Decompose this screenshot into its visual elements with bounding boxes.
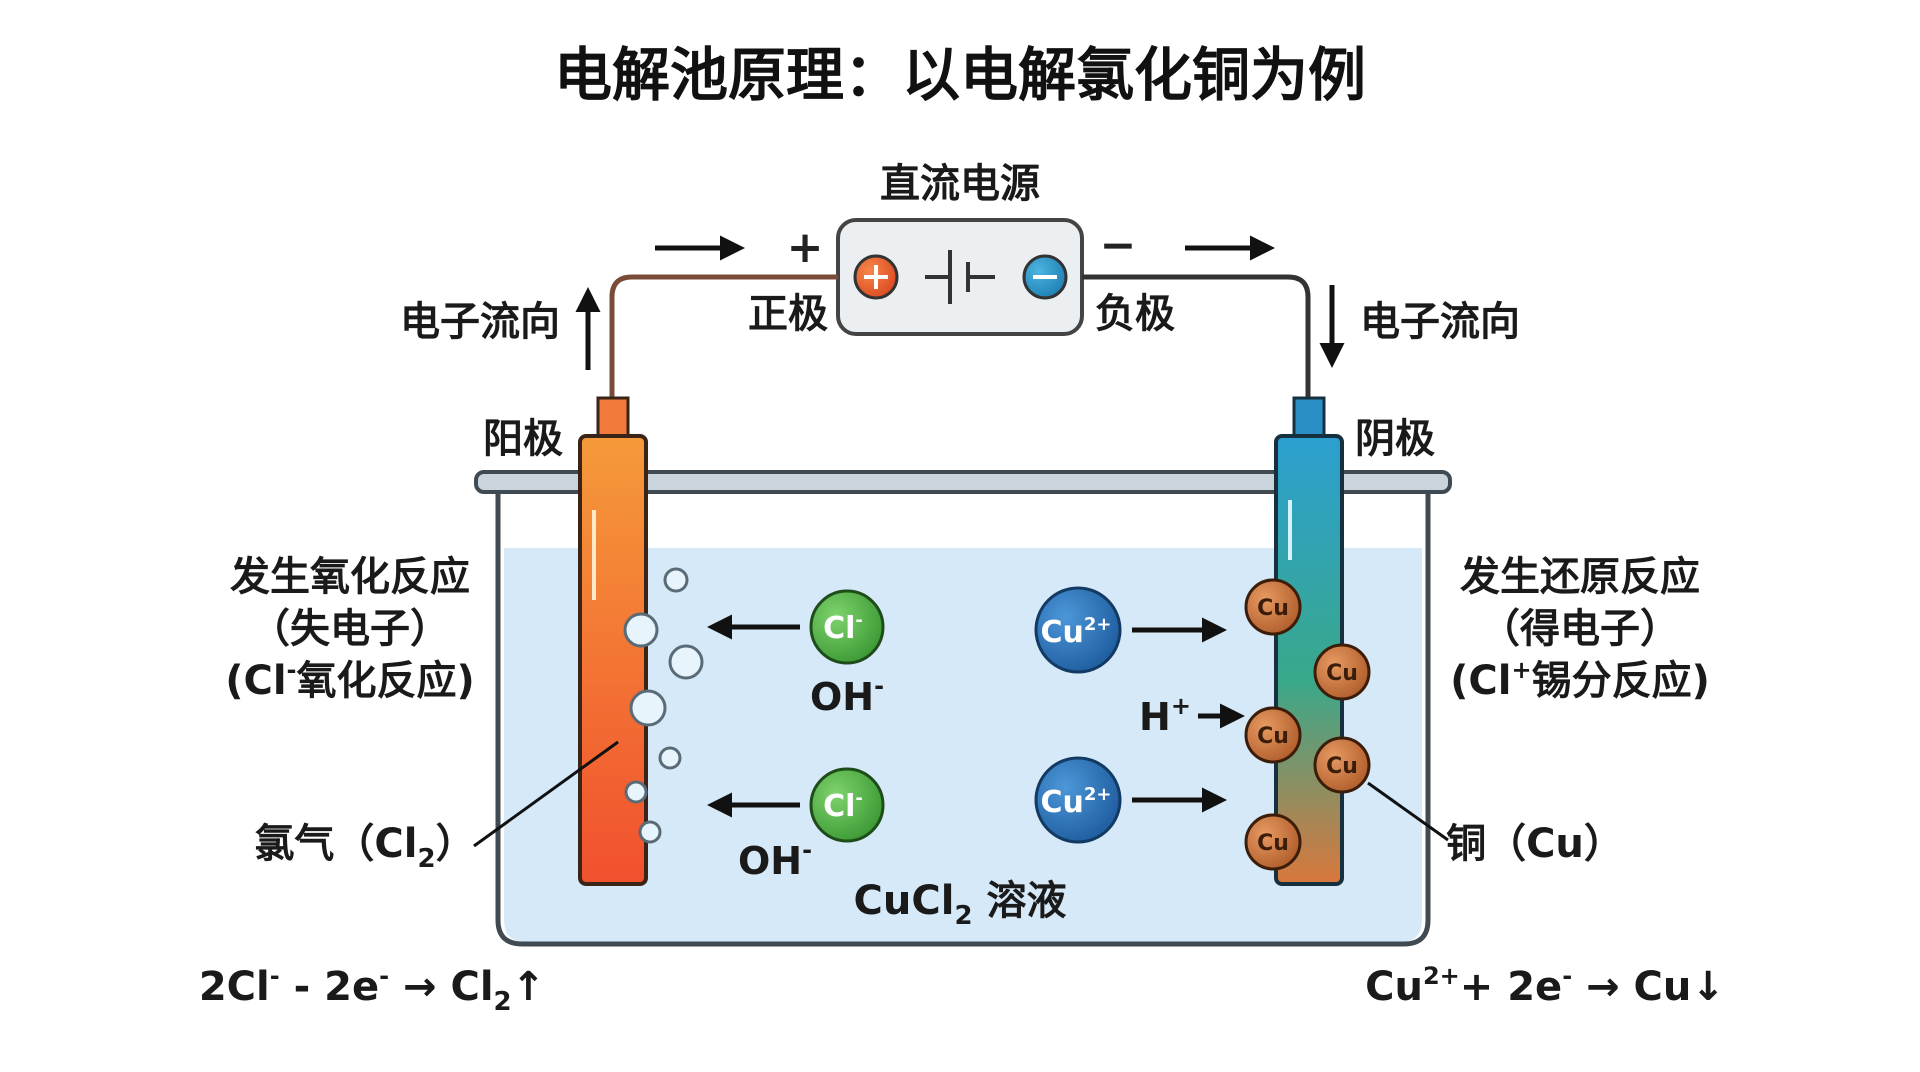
- copper-atom-label: Cu: [1257, 596, 1289, 621]
- positive-sign: +: [787, 222, 824, 273]
- copper-ion-top: [1034, 586, 1122, 674]
- negative-sign: −: [1100, 220, 1137, 271]
- bubble: [624, 780, 648, 804]
- copper-leader-line: [1367, 781, 1449, 842]
- copper-ion-bottom: [1034, 756, 1122, 844]
- electron-flow-right-label: 电子流向: [1360, 299, 1520, 345]
- copper-atom: [1244, 578, 1302, 636]
- right-wire: [1082, 274, 1311, 400]
- cathode-desc-line1: 发生还原反应: [1460, 554, 1700, 600]
- solution-label: CuCl2 溶液: [854, 878, 1067, 931]
- hydroxide-bottom-label: OH-: [738, 836, 812, 883]
- cathode-label: 阴极: [1355, 416, 1435, 462]
- page-title: 电解池原理：以电解氯化铜为例: [554, 41, 1366, 109]
- chloride-ion-top-label: Cl-: [823, 610, 863, 646]
- bubble: [638, 820, 662, 844]
- copper-ion-bottom-label: Cu2+: [1041, 784, 1112, 820]
- chlorine-leader-line: [473, 740, 619, 848]
- chloride-ion-bottom-label: Cl-: [823, 788, 863, 824]
- copper-atom-label: Cu: [1257, 831, 1289, 856]
- solution: [504, 548, 1422, 942]
- copper-atom: [1313, 736, 1371, 794]
- copper-atom: [1244, 706, 1302, 764]
- anode-equation: 2Cl- - 2e- → Cl2↑: [199, 962, 545, 1017]
- hydroxide-top-label: OH-: [810, 672, 884, 719]
- bubble: [629, 689, 667, 727]
- cathode-connector: [1292, 396, 1326, 442]
- power-source-label: 直流电源: [880, 161, 1040, 207]
- cathode-desc-line2: （得电子）: [1480, 606, 1680, 652]
- positive-terminal-plus-icon: [864, 265, 888, 289]
- bubble: [623, 612, 659, 648]
- hydrogen-ion-label: H+: [1139, 692, 1191, 739]
- copper-atom-label: Cu: [1257, 724, 1289, 749]
- copper-atom: [1244, 813, 1302, 871]
- anode-desc-line2: （失电子）: [250, 606, 450, 652]
- copper-atom-label: Cu: [1326, 754, 1358, 779]
- anode-rod: [578, 434, 648, 886]
- copper-atom-label: Cu: [1326, 661, 1358, 686]
- left-wire: [609, 274, 838, 400]
- electron-flow-left-label: 电子流向: [400, 299, 560, 345]
- beaker-rim: [474, 470, 1452, 494]
- chloride-ion-bottom: [809, 767, 885, 843]
- copper-atom: [1313, 643, 1371, 701]
- cathode-desc-line3: (Cl+锡分反应): [1450, 656, 1710, 704]
- copper-atoms: Cu Cu Cu Cu Cu: [1244, 578, 1371, 871]
- anode-connector: [596, 396, 630, 442]
- battery-symbol-icon: [925, 250, 995, 304]
- negative-pole-label: 负极: [1095, 291, 1175, 337]
- copper-product-label: 铜（Cu）: [1446, 821, 1624, 867]
- anode-desc-line1: 发生氧化反应: [230, 554, 470, 600]
- anode-desc-line3: (Cl-氧化反应): [225, 656, 475, 704]
- positive-pole-label: 正极: [748, 291, 828, 337]
- anode-label: 阳极: [483, 416, 563, 462]
- beaker: [495, 488, 1431, 947]
- copper-ion-top-label: Cu2+: [1041, 614, 1112, 650]
- chloride-ion-top: [809, 589, 885, 665]
- chlorine-product-label: 氯气（Cl2）: [254, 821, 475, 874]
- bubble: [668, 644, 704, 680]
- cathode-equation: Cu2++ 2e- → Cu↓: [1365, 962, 1725, 1010]
- bubble: [658, 746, 682, 770]
- chlorine-bubbles: [623, 567, 704, 844]
- bubble: [663, 567, 689, 593]
